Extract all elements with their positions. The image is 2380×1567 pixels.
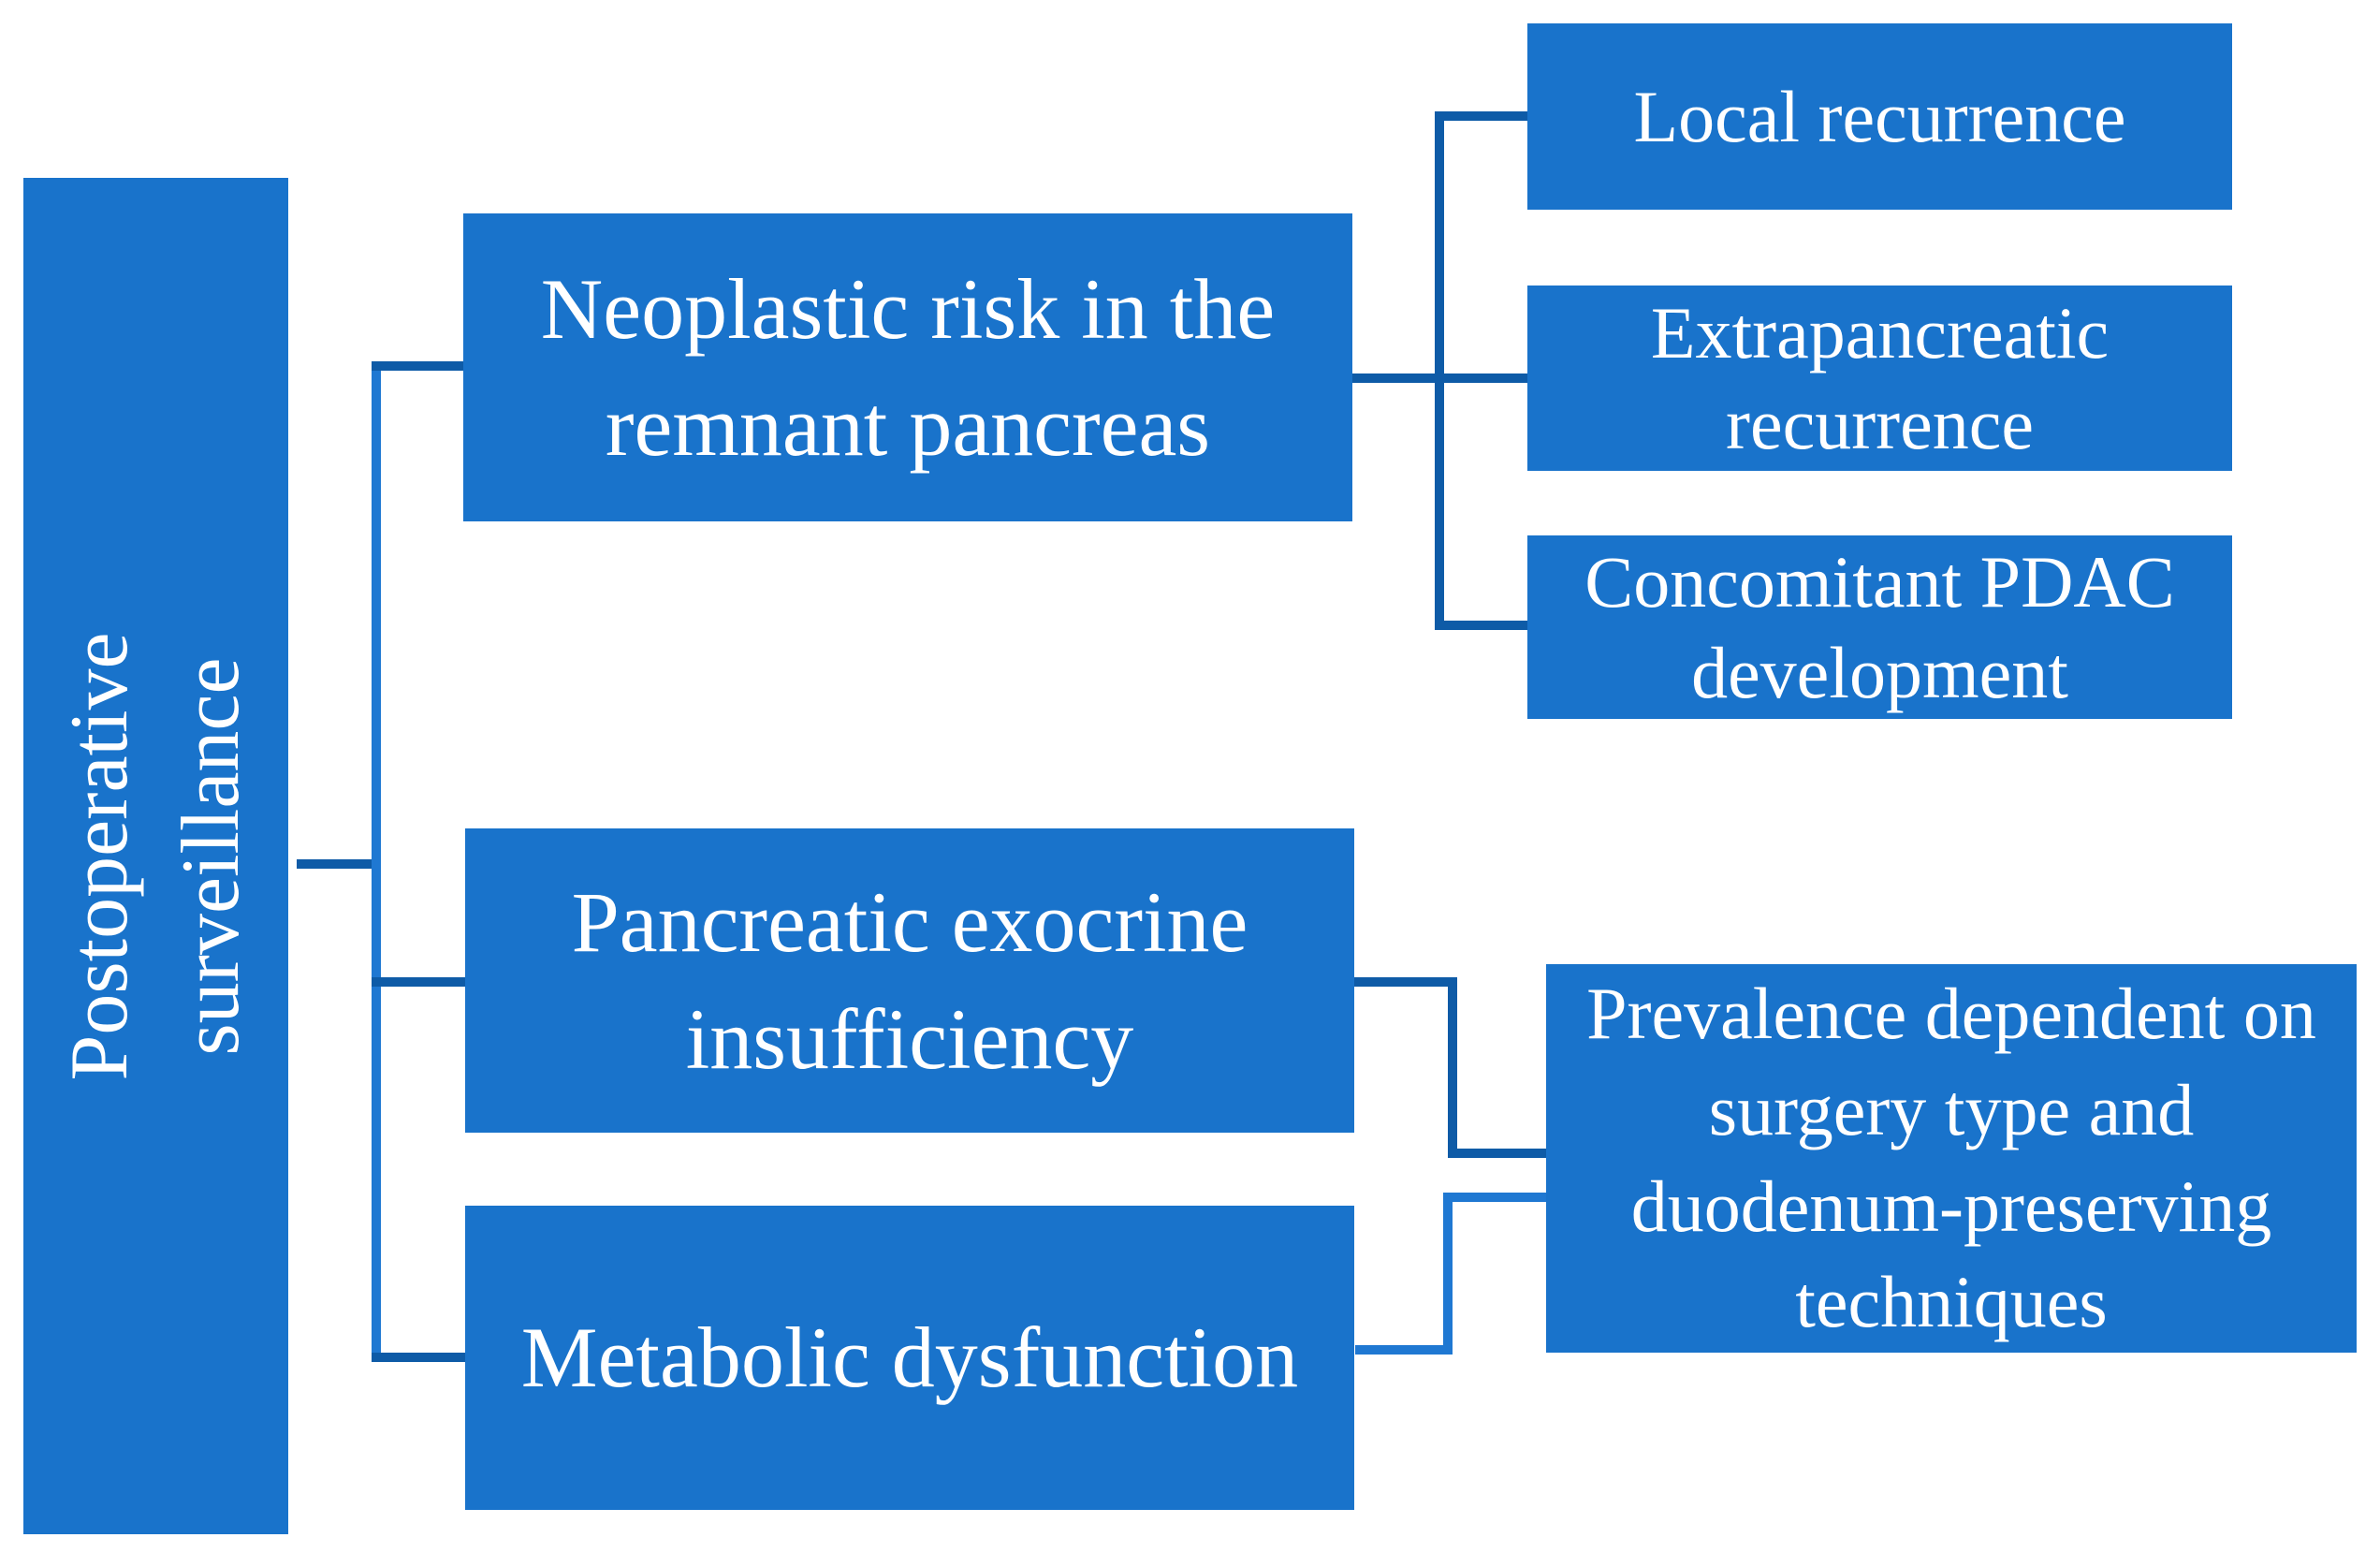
node-prevalence: Prevalence dependent on surgery type and… [1546,964,2357,1353]
connector-left-bracket-vertical [372,361,381,1362]
connector-metabolic-h1 [1443,1193,1546,1202]
node-concomitant-pdac: Concomitant PDAC development [1527,535,2232,719]
connector-branch-pancreatic [372,977,465,987]
connector-metabolic-v [1443,1193,1453,1355]
node-local-recurrence-label: Local recurrence [1633,75,2126,157]
connector-branch-metabolic [372,1353,465,1362]
connector-root-stem [297,859,381,869]
node-neoplastic-risk: Neoplastic risk in the remnant pancreas [463,213,1352,521]
connector-topright-vertical [1435,111,1444,630]
node-postoperative-surveillance-label: Postoperative surveillance [53,632,256,1081]
connector-pancreatic-h1 [1354,977,1457,987]
node-metabolic-dysfunction: Metabolic dysfunction [465,1206,1354,1510]
node-metabolic-dysfunction-label: Metabolic dysfunction [520,1310,1299,1406]
node-pancreatic-exocrine-label: Pancreatic exocrine insufficiency [571,874,1248,1087]
node-extrapancreatic-recurrence: Extrapancreatic recurrence [1527,286,2232,471]
connector-metabolic-h2 [1355,1345,1453,1355]
connector-stub-concomitant [1435,621,1527,630]
connector-pancreatic-v [1448,977,1457,1158]
node-concomitant-pdac-label: Concomitant PDAC development [1584,540,2175,714]
node-pancreatic-exocrine: Pancreatic exocrine insufficiency [465,828,1354,1133]
connector-stub-local [1435,111,1527,121]
node-prevalence-label: Prevalence dependent on surgery type and… [1586,972,2316,1343]
node-extrapancreatic-recurrence-label: Extrapancreatic recurrence [1650,291,2110,465]
node-neoplastic-risk-label: Neoplastic risk in the remnant pancreas [540,261,1276,474]
connector-pancreatic-h2 [1448,1149,1546,1158]
node-local-recurrence: Local recurrence [1527,23,2232,210]
connector-branch-neoplastic [372,361,463,371]
node-postoperative-surveillance: Postoperative surveillance [23,178,288,1534]
